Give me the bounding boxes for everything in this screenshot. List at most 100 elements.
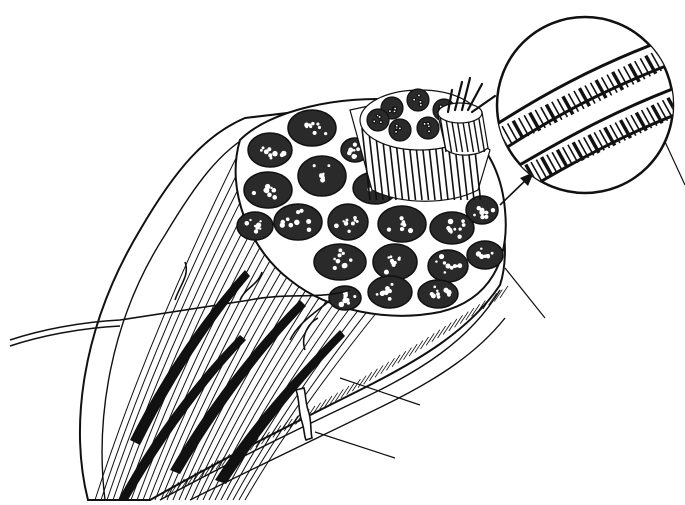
fiber-speck <box>402 228 405 231</box>
fiber-speck <box>304 123 309 128</box>
fiber-speck <box>457 263 462 268</box>
sarcomere-band <box>679 39 685 57</box>
fiber-speck <box>338 253 342 257</box>
fiber-speck <box>294 220 300 226</box>
fiber-speck <box>457 234 461 238</box>
fiber-speck <box>267 193 272 198</box>
fascicle-blob <box>467 241 503 269</box>
fiber-speck <box>480 215 484 219</box>
fiber-speck <box>453 228 456 231</box>
fiber-speck <box>309 125 312 128</box>
fiber-speck <box>388 297 392 301</box>
fiber-speck <box>343 294 347 298</box>
fiber-speck <box>458 227 461 230</box>
fiber-speck <box>245 221 250 226</box>
fiber-speck <box>318 126 321 129</box>
fascicle-blob <box>368 276 412 308</box>
fiber-speck <box>260 149 263 152</box>
fiber-speck <box>296 210 300 214</box>
fiber-speck <box>445 263 450 268</box>
fiber-speck <box>388 289 392 293</box>
fiber-top <box>407 89 429 111</box>
fiber-speck <box>323 177 325 179</box>
fiber-speck <box>443 261 446 264</box>
fiber-speck <box>351 154 356 159</box>
fiber-speck <box>259 220 261 222</box>
fiber-speck <box>256 222 261 227</box>
fascicle-blob <box>328 204 368 240</box>
fascicle-blob <box>418 280 458 308</box>
fiber-speck <box>342 263 347 268</box>
fiber-speck <box>444 271 447 274</box>
fiber-speck <box>268 153 272 157</box>
fiber-speck <box>313 164 316 167</box>
fiber-speck <box>288 223 293 228</box>
sarcomere-band <box>662 48 672 66</box>
fascicle-blob <box>378 206 426 242</box>
fascicle-blob <box>248 133 292 167</box>
fiber-speck <box>270 157 273 160</box>
sarcomere-band <box>678 93 685 111</box>
fiber-speck <box>431 293 436 298</box>
fiber-speck <box>402 221 406 225</box>
fiber-speck <box>491 208 495 212</box>
fiber-speck <box>439 254 444 259</box>
fiber-speck <box>347 230 350 233</box>
fiber-speck <box>286 217 290 221</box>
fiber-speck <box>491 252 494 255</box>
fascicle-blob <box>466 196 498 224</box>
fiber-speck <box>338 248 342 252</box>
fiber-speck <box>336 259 341 264</box>
fiber-speck <box>479 254 484 259</box>
fiber-speck <box>390 283 393 286</box>
fiber-speck <box>353 143 357 147</box>
fiber-speck <box>272 188 276 192</box>
fiber-speck <box>351 222 355 226</box>
sarcomere-band <box>491 132 501 150</box>
leader-line-nerve <box>315 432 395 458</box>
fiber-speck <box>319 173 323 177</box>
fiber-top <box>367 109 389 131</box>
fiber-speck <box>353 295 356 298</box>
fascicle-blob <box>244 172 292 208</box>
fascicle-blob <box>288 110 336 146</box>
fiber-speck <box>324 132 327 135</box>
fiber-speck <box>263 188 268 193</box>
fiber-speck <box>397 258 400 261</box>
fiber-speck <box>270 187 272 189</box>
fiber-speck <box>262 146 265 149</box>
fascicle-blob <box>237 212 273 240</box>
fiber-speck <box>344 221 349 226</box>
fiber-speck <box>311 122 315 126</box>
fiber-speck <box>313 131 317 135</box>
fiber-speck <box>436 290 438 292</box>
sarcomere-band <box>668 45 678 63</box>
sarcomere-band <box>673 42 683 60</box>
fiber-speck <box>299 209 303 213</box>
fiber-speck <box>272 195 277 200</box>
fiber-speck <box>473 214 476 217</box>
fiber-speck <box>480 208 485 213</box>
fiber-speck <box>280 223 285 228</box>
fiber-speck <box>353 149 356 152</box>
fascicle-blob <box>329 286 361 310</box>
fiber-speck <box>272 151 277 156</box>
fiber-speck <box>480 247 482 249</box>
fiber-speck <box>327 164 330 167</box>
magnify-arrow <box>500 172 534 205</box>
fiber-speck <box>252 191 256 195</box>
fiber-speck <box>353 216 357 220</box>
fiber-speck <box>443 288 448 293</box>
fiber-speck <box>342 252 345 255</box>
fiber-speck <box>356 147 360 151</box>
fascicle-blob <box>314 244 366 280</box>
fiber-speck <box>392 263 396 267</box>
fiber-speck <box>333 266 337 270</box>
fiber-speck <box>390 255 393 258</box>
fascicle-blob <box>298 156 346 196</box>
sarcomere-band <box>673 95 683 113</box>
fiber-speck <box>339 302 345 308</box>
fiber-speck <box>400 216 404 220</box>
fiber-speck <box>484 215 488 219</box>
